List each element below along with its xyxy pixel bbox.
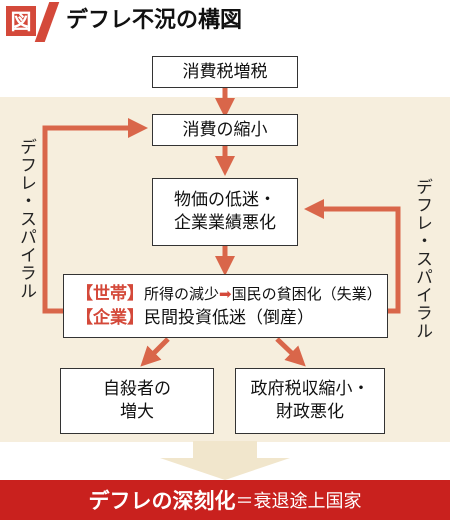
box-tax-text: 消費税増税 bbox=[182, 61, 268, 82]
diagram-title: デフレ不況の構図 bbox=[66, 8, 243, 33]
box-price-slump: 物価の低迷・ 企業業績悪化 bbox=[152, 178, 298, 246]
banner-funnel-arrow bbox=[160, 441, 290, 480]
conclusion-banner: デフレの深刻化＝衰退途上国家 bbox=[0, 480, 450, 520]
box-fiscal-line2: 財政悪化 bbox=[276, 402, 344, 422]
label-deflation-spiral-left: デフレ・スパイラル bbox=[16, 138, 36, 300]
box-suicide-increase: 自殺者の 増大 bbox=[60, 368, 214, 434]
arrow-cause-to-suicide bbox=[140, 337, 170, 367]
household-text-b: 国民の貧困化（失業） bbox=[231, 285, 382, 303]
box-suicide-line2: 増大 bbox=[120, 402, 154, 422]
box-suicide-line1: 自殺者の bbox=[103, 379, 171, 399]
box-household-corporate: 【世帯】所得の減少➡国民の貧困化（失業） 【企業】民間投資低迷（倒産） bbox=[63, 274, 388, 338]
arrow-right-spiral-loop bbox=[304, 199, 401, 314]
figure-icon-badge: 図 bbox=[6, 6, 36, 36]
corporate-line: 【企業】民間投資低迷（倒産） bbox=[76, 306, 314, 330]
box-consumption-shrink: 消費の縮小 bbox=[152, 114, 298, 146]
arrow-left-spiral-loop bbox=[42, 118, 148, 314]
box-prices-line1: 物価の低迷・ bbox=[174, 190, 276, 210]
box-consumption-text: 消費の縮小 bbox=[182, 119, 268, 140]
household-text-a: 所得の減少 bbox=[144, 285, 220, 303]
arrow-cause-to-fiscal bbox=[275, 337, 306, 367]
box-fiscal-line1: 政府税収縮小・ bbox=[250, 379, 370, 399]
label-deflation-spiral-right: デフレ・スパイラル bbox=[412, 178, 432, 340]
box-consumption-tax-hike: 消費税増税 bbox=[152, 56, 298, 88]
right-arrow-icon: ➡ bbox=[219, 285, 232, 303]
corporate-text: 民間投資低迷（倒産） bbox=[144, 308, 314, 328]
corporate-tag: 【企業】 bbox=[76, 308, 144, 328]
household-tag: 【世帯】 bbox=[76, 284, 144, 304]
banner-sub-text: ＝衰退途上国家 bbox=[235, 491, 362, 512]
box-fiscal-deterioration: 政府税収縮小・ 財政悪化 bbox=[235, 368, 385, 434]
box-prices-line2: 企業業績悪化 bbox=[174, 213, 276, 233]
banner-main-text: デフレの深刻化 bbox=[88, 489, 236, 513]
household-line: 【世帯】所得の減少➡国民の貧困化（失業） bbox=[76, 282, 382, 306]
